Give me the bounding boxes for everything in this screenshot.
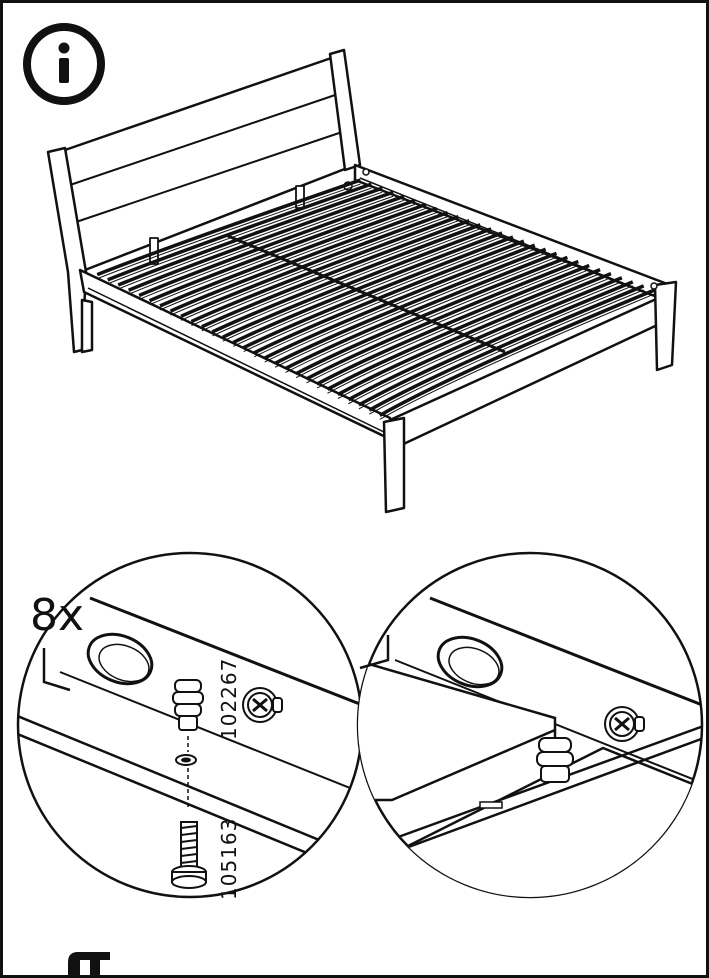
screw-head-left bbox=[242, 687, 283, 723]
bed-slat bbox=[107, 182, 372, 282]
bed-slat-edge bbox=[316, 269, 590, 389]
bed-slat bbox=[357, 280, 634, 407]
bed-slat bbox=[211, 223, 481, 334]
bed-slat-edge bbox=[233, 236, 503, 347]
bed-slat bbox=[169, 206, 438, 313]
bolt-part bbox=[171, 821, 207, 889]
bed-slat bbox=[180, 210, 449, 318]
bed-slat-edge bbox=[337, 277, 612, 399]
bed-slat bbox=[316, 263, 590, 386]
bed-slat-edge bbox=[212, 228, 481, 337]
bed-frame-illustration bbox=[46, 48, 678, 514]
bed-slat-edge bbox=[264, 248, 535, 363]
bed-slat-edge bbox=[348, 281, 623, 405]
bed-slat-edge bbox=[306, 264, 579, 384]
bed-slat-edge bbox=[222, 232, 492, 342]
bed-slat-edge bbox=[201, 224, 470, 332]
screw-head-right bbox=[604, 706, 645, 742]
bed-slat-edge bbox=[327, 273, 601, 394]
bed-slat bbox=[148, 198, 416, 303]
bed-slat-edge bbox=[107, 187, 372, 285]
detail-circle-left bbox=[16, 551, 364, 899]
part-number-cap: 102267 bbox=[217, 658, 241, 740]
bed-slat bbox=[378, 288, 656, 417]
bed-slat-edge bbox=[117, 191, 383, 290]
bed-slat-edge bbox=[285, 256, 557, 373]
bed-slat-edge bbox=[128, 195, 394, 295]
bed-slat bbox=[190, 215, 460, 324]
bed-slat-edge bbox=[369, 289, 644, 415]
bed-slat bbox=[138, 194, 405, 298]
bed-slat-edge bbox=[138, 199, 405, 300]
bed-slat-edge bbox=[97, 183, 361, 280]
bed-slat bbox=[337, 272, 612, 397]
bed-slat-edge bbox=[159, 207, 426, 311]
bed-slat bbox=[253, 239, 525, 355]
bed-slat bbox=[326, 267, 601, 391]
inserted-cap bbox=[536, 737, 574, 783]
bed-slat-edge bbox=[243, 240, 514, 353]
slat-group bbox=[96, 178, 656, 420]
bed-slat bbox=[201, 219, 470, 329]
bed-slat bbox=[117, 186, 383, 287]
bed-slat bbox=[159, 202, 427, 308]
cap-part bbox=[172, 679, 204, 731]
next-figure-fragment bbox=[68, 952, 110, 978]
bed-slat-edge bbox=[191, 220, 459, 326]
bed-slat-edge bbox=[295, 260, 568, 379]
center-support bbox=[227, 234, 506, 354]
bed-slat-edge bbox=[358, 285, 633, 410]
bed-slat-edge bbox=[180, 216, 448, 321]
bed-slat bbox=[274, 247, 547, 365]
part-number-bolt: 105163 bbox=[217, 818, 241, 900]
bed-slat-edge bbox=[379, 293, 655, 420]
bed-slat bbox=[347, 276, 623, 402]
bed-slat-edge bbox=[149, 203, 416, 306]
bed-slat bbox=[242, 235, 514, 350]
bed-slat bbox=[222, 227, 492, 339]
bed-slat bbox=[127, 190, 394, 292]
bed-slat-edge bbox=[274, 252, 546, 368]
quantity-label: 8x bbox=[30, 590, 84, 641]
bed-slat-edge bbox=[170, 212, 437, 316]
bed-slat-edge bbox=[253, 244, 525, 358]
detail-circle-right bbox=[356, 551, 704, 899]
bed-slat bbox=[263, 243, 536, 360]
bed-slat bbox=[305, 259, 579, 381]
bed-slat bbox=[232, 231, 503, 344]
bed-slat bbox=[295, 255, 569, 376]
info-icon bbox=[23, 23, 105, 105]
bed-slat bbox=[368, 284, 645, 412]
bed-slat bbox=[284, 251, 558, 371]
bed-slat bbox=[96, 178, 362, 277]
